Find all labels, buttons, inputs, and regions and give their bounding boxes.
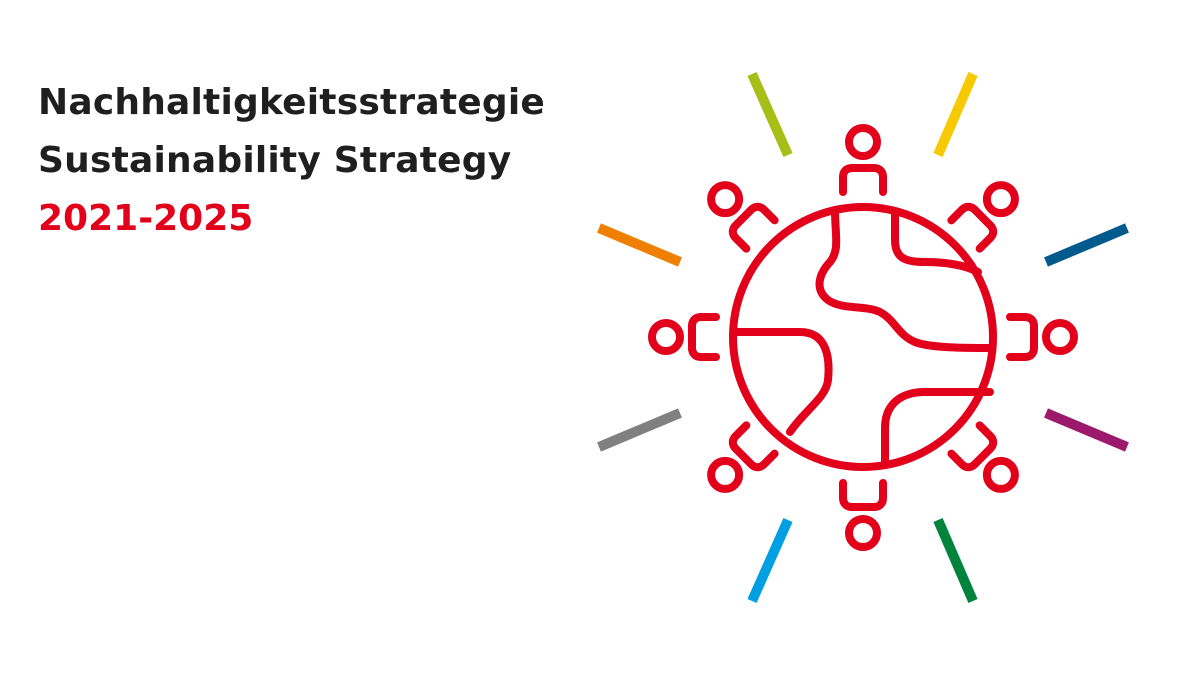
continent-left	[730, 328, 833, 436]
title-block: Nachhaltigkeitsstrategie Sustainability …	[38, 74, 545, 248]
continent-bottom-right	[881, 388, 994, 467]
person-bottom-right-head	[982, 456, 1019, 493]
ray-grey-lower-left	[597, 408, 682, 452]
person-bottom-body	[839, 479, 887, 511]
person-right-body	[1006, 313, 1038, 361]
person-top-head	[845, 124, 881, 160]
person-bottom-head	[845, 515, 881, 551]
person-top-right-head	[982, 181, 1019, 218]
ray-blue-upper-right	[1044, 223, 1129, 267]
person-left-head	[648, 319, 684, 355]
ray-green-top-left	[747, 71, 793, 158]
ray-purple-lower-right	[1044, 408, 1129, 452]
person-left-body	[688, 313, 720, 361]
person-top-left-head	[707, 181, 744, 218]
person-bottom-left-body	[728, 421, 779, 472]
ray-yellow-top-right	[933, 72, 978, 157]
continent-top	[815, 206, 996, 352]
ray-orange-upper-left	[597, 223, 682, 267]
continent-top-right	[891, 211, 982, 276]
person-right-head	[1042, 319, 1078, 355]
person-bottom-right-body	[947, 421, 998, 472]
globe-with-people-icon	[597, 71, 1129, 604]
ray-cyan-bottom-left	[747, 517, 793, 604]
person-bottom-left-head	[707, 456, 744, 493]
person-top-left-body	[728, 202, 779, 253]
title-english: Sustainability Strategy	[38, 140, 512, 181]
globe-outline	[729, 203, 997, 471]
title-german: Nachhaltigkeitsstrategie	[38, 82, 545, 123]
person-top-body	[839, 164, 887, 196]
ray-darkgreen-bottom-right	[933, 518, 978, 603]
strategy-period: 2021-2025	[38, 198, 254, 239]
person-top-right-body	[947, 202, 998, 253]
